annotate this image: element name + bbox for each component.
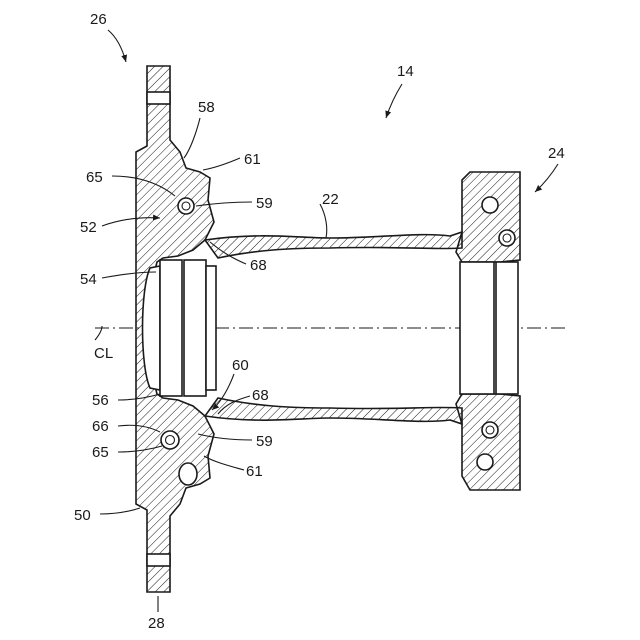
label-66: 66 (92, 418, 109, 435)
label-59-top: 59 (256, 195, 273, 212)
label-24: 24 (548, 145, 565, 162)
left-cavity (143, 266, 161, 390)
label-58: 58 (198, 99, 215, 116)
label-65-bottom: 65 (92, 444, 109, 461)
label-22: 22 (322, 191, 339, 208)
label-28: 28 (148, 615, 165, 632)
label-68-top: 68 (250, 257, 267, 274)
label-54: 54 (80, 271, 97, 288)
label-cl: CL (94, 345, 113, 362)
label-61-top: 61 (244, 151, 261, 168)
label-68-bottom: 68 (252, 387, 269, 404)
right-bearing (460, 262, 518, 394)
label-56: 56 (92, 392, 109, 409)
label-50: 50 (74, 507, 91, 524)
left-bearing (160, 260, 216, 396)
label-59-bottom: 59 (256, 433, 273, 450)
label-52: 52 (80, 219, 97, 236)
label-14: 14 (397, 63, 414, 80)
label-26: 26 (90, 11, 107, 28)
label-60: 60 (232, 357, 249, 374)
label-61-bottom: 61 (246, 463, 263, 480)
label-65-top: 65 (86, 169, 103, 186)
